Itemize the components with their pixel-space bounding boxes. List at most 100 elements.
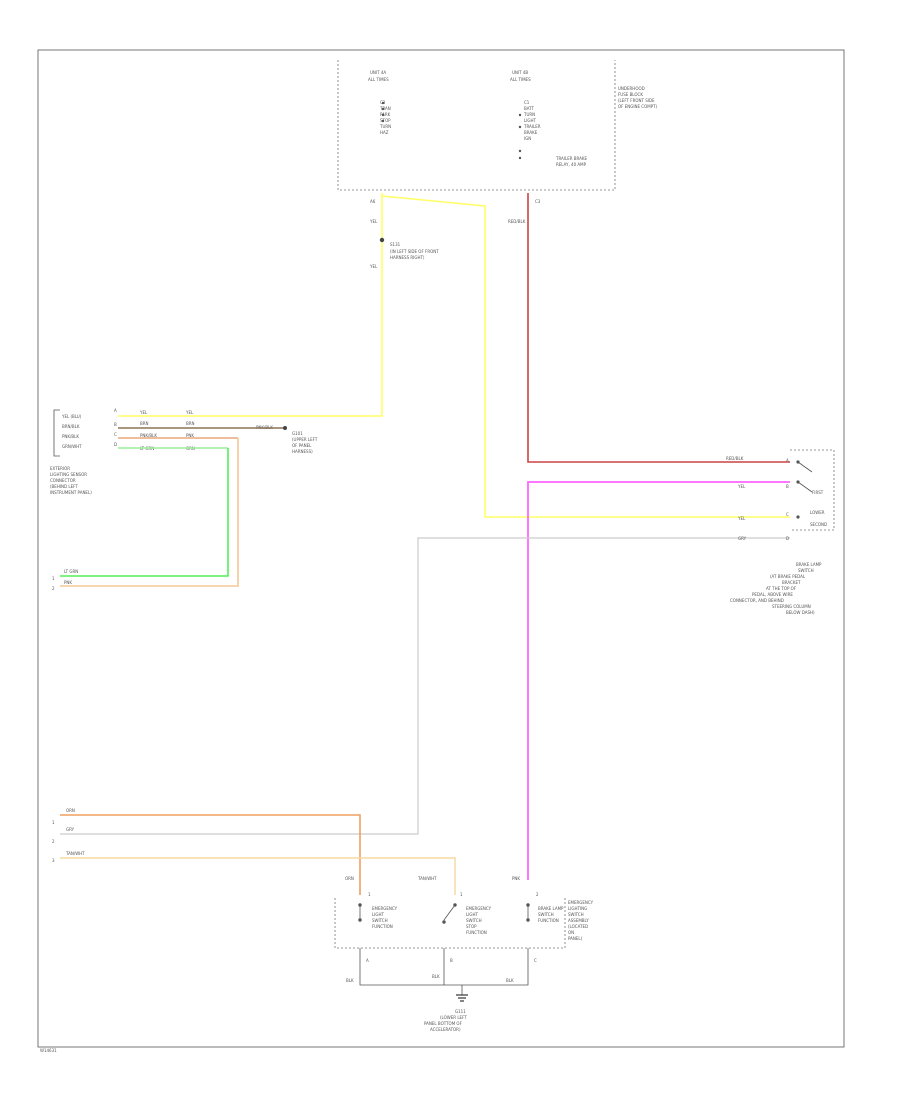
fuse-pin-left-label: A6	[370, 199, 376, 204]
lower-block-bottom-labels: A B C BLK BLK BLK	[346, 958, 537, 983]
wire-green-down	[60, 448, 229, 577]
lc-rwire-2: PNK	[186, 433, 194, 438]
lc-label-3: GRN/WHT	[62, 444, 82, 449]
fuse-title-2: (LEFT FRONT SIDE	[618, 98, 655, 103]
wire-gray	[60, 537, 790, 835]
lc-pin-1: B	[114, 422, 117, 427]
lc-rwire-1: BRN	[186, 421, 195, 426]
gref-text-1: OF PANEL	[292, 443, 312, 448]
rc-pin-0: A	[786, 458, 789, 463]
lc-title-3: (BEHIND LEFT	[50, 484, 78, 489]
fuse-pin-right-label: C3	[535, 199, 541, 204]
fuse-title-3: OF ENGINE COMPT)	[618, 104, 658, 109]
ground-ref-dot	[283, 426, 287, 430]
ll-pin-0: 1	[52, 820, 55, 825]
ground-icon	[456, 994, 468, 1002]
lb-title-5: ON	[568, 930, 574, 935]
lc-pin-0: A	[114, 408, 117, 413]
rc-wire-3: GRY	[738, 536, 747, 541]
lb-title-3: ASSEMBLY	[568, 918, 589, 923]
ll-wire-2: TAN/WHT	[65, 851, 85, 856]
lb-r2-0: BRAKE LAMP	[538, 906, 564, 911]
fuse-left-line-4: PARK	[380, 112, 391, 117]
rc-pin-3: D	[786, 536, 789, 541]
fuse-pin-left-wire: YEL	[369, 219, 378, 224]
wire-orange	[60, 814, 361, 895]
ml-wire-1: PNK	[64, 580, 72, 585]
fuse-pin-dots	[381, 101, 522, 160]
lb-title-4: (LOCATED	[568, 924, 588, 929]
fuse-left-line-5: STOP	[380, 118, 391, 123]
ll-wire-1: GRY	[66, 827, 75, 832]
ml-pin-1: 2	[52, 586, 55, 591]
fuse-left-line-6: TURN	[379, 124, 391, 129]
wire-yellow-branch	[381, 195, 790, 518]
splice-text-1: HARNESS RIGHT)	[390, 255, 425, 260]
gref-name: G101	[292, 431, 303, 436]
lb-title-2: SWITCH	[568, 912, 584, 917]
lc-wire-0: YEL	[139, 410, 148, 415]
wire-magenta	[527, 481, 790, 880]
rc-title-1: SWITCH	[798, 568, 814, 573]
wire-tan-white	[60, 857, 456, 895]
fuse-right-line-8: IGN	[524, 136, 531, 141]
lb-r0-0: EMERGENCY	[372, 906, 398, 911]
fuse-block-right-section: UNIT 4B ALL TIMES C1 BATT TURN LIGHT TRA…	[510, 70, 541, 141]
fuse-right-line-0: UNIT 4B	[512, 70, 528, 75]
ground-text-0: (LOWER LEFT	[440, 1015, 467, 1020]
ground-name: G111	[455, 1009, 466, 1014]
rc-title-7: STEERING COLUMN	[772, 604, 811, 609]
ll-pin-2: 3	[52, 858, 55, 863]
fuse-block-outline	[337, 60, 616, 191]
lc-label-0: YEL (BLU)	[61, 414, 82, 419]
lb-r1-2: SWITCH	[466, 918, 482, 923]
lb-tpin-1: 1	[460, 892, 463, 897]
fuse-right-line-5: LIGHT	[524, 118, 537, 123]
lower-block-outline	[334, 898, 566, 949]
relay-note-0: TRAILER BRAKE	[555, 156, 588, 161]
lower-block-ground-wires	[359, 948, 529, 995]
fuse-block-left-section: UNIT 4A ALL TIMES C3 TRAN PARK STOP TURN…	[368, 70, 391, 135]
lb-r1-3: STOP	[466, 924, 477, 929]
ll-pin-1: 2	[52, 839, 55, 844]
lb-bwire-1: BLK	[432, 974, 440, 979]
lc-wire-1: BRN	[140, 421, 149, 426]
rc-pin-1: B	[786, 484, 789, 489]
lower-block-title: EMERGENCY LIGHTING SWITCH ASSEMBLY (LOCA…	[568, 900, 594, 941]
ground-ref-label: G101 (UPPER LEFT OF PANEL HARNESS)	[292, 431, 318, 454]
rc-switch-0: FIRST	[812, 490, 824, 495]
ll-wire-0: ORN	[66, 808, 75, 813]
fuse-left-line-7: HAZ	[380, 130, 389, 135]
relay-note-1: RELAY, 40 AMP	[556, 162, 587, 167]
right-component-labels: RED/BLK YEL YEL GRY A B C D FIRST LOWER …	[726, 456, 827, 541]
fuse-pin-right-wire: RED/BLK	[508, 219, 526, 224]
ground-text-2: ACCELERATOR)	[430, 1027, 461, 1032]
fuse-right-line-3: BATT	[524, 106, 535, 111]
fuse-left-line-1: ALL TIMES	[368, 77, 389, 82]
lb-bpin-2: C	[534, 958, 537, 963]
fuse-right-line-1: ALL TIMES	[510, 77, 531, 82]
ml-pin-0: 1	[52, 576, 55, 581]
rc-wire-2: YEL	[737, 516, 746, 521]
lc-wire-2: PNK/BLK	[140, 433, 157, 438]
lc-pin-2: C	[114, 432, 117, 437]
gref-text-0: (UPPER LEFT	[292, 437, 318, 442]
lc-label-2: PNK/BLK	[62, 434, 79, 439]
left-connector-title: EXTERIOR LIGHTING SENSOR CONNECTOR (BEHI…	[50, 466, 92, 495]
lb-r0-2: SWITCH	[372, 918, 388, 923]
rc-title-0: BRAKE LAMP	[796, 562, 822, 567]
ml-wire-0: LT GRN	[64, 569, 78, 574]
right-component-title: BRAKE LAMP SWITCH (AT BRAKE PEDAL BRACKE…	[730, 562, 822, 615]
lc-title-1: LIGHTING SENSOR	[50, 472, 87, 477]
lc-title-0: EXTERIOR	[50, 466, 70, 471]
splice-dot	[379, 237, 385, 243]
lb-r2-2: FUNCTION	[538, 918, 559, 923]
wire-pink-down	[60, 438, 239, 587]
lb-r2-1: SWITCH	[538, 912, 554, 917]
lb-tpin-0: 1	[368, 892, 371, 897]
lc-label-1: BRN/BLK	[62, 424, 80, 429]
left-connector-bracket	[53, 409, 60, 457]
lb-bwire-0: BLK	[346, 978, 354, 983]
lb-r0-1: LIGHT	[372, 912, 385, 917]
